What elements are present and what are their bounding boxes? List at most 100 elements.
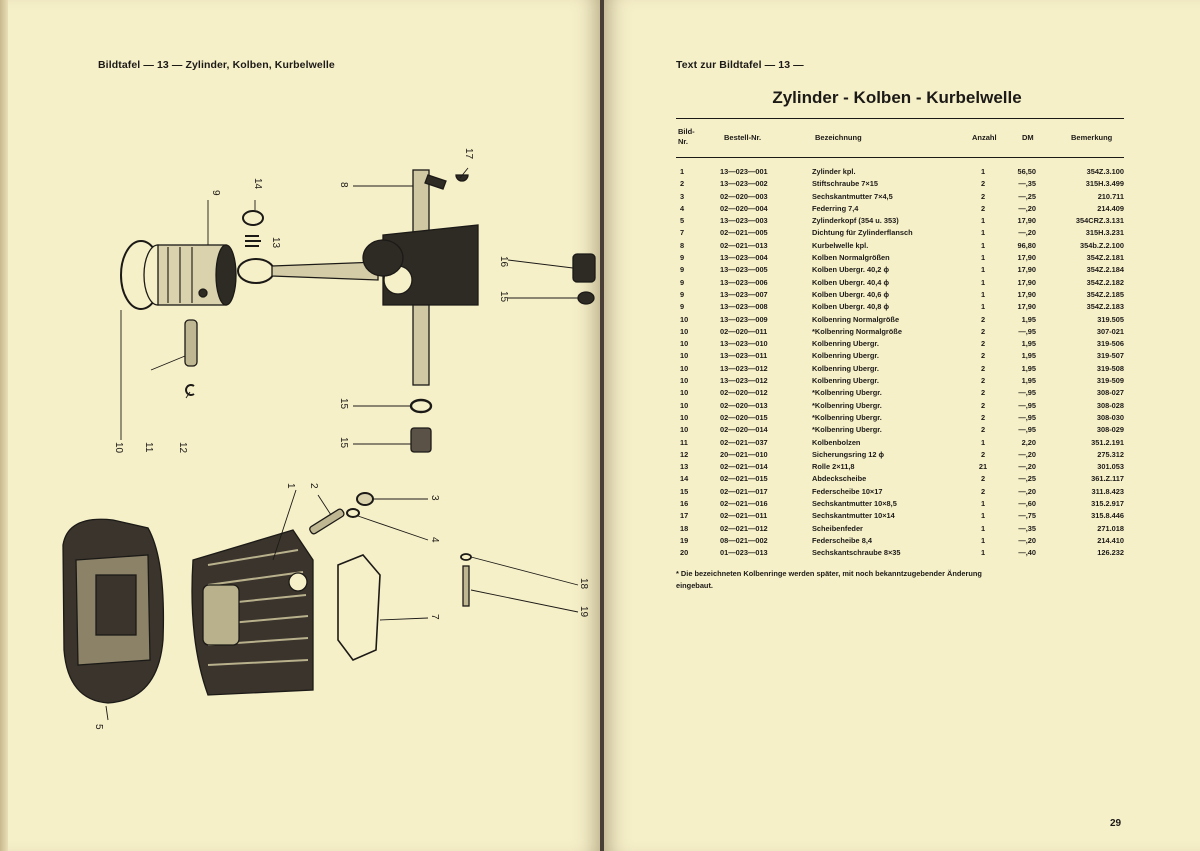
cell-anzahl: 2: [980, 425, 986, 435]
cell-bemerkung: 354Z.2.185: [1086, 289, 1124, 299]
cell-anzahl: 2: [980, 314, 986, 324]
cell-anzahl: 1: [980, 265, 986, 275]
cell-bemerkung: 307-021: [1096, 326, 1124, 336]
cell-bezeichnung: Rolle 2×11,8: [812, 462, 855, 472]
piston-pin-drawing: [184, 319, 198, 367]
cell-bezeichnung: Kolbenring Ubergr.: [812, 363, 879, 373]
cell-bezeichnung: Kolben Normalgrößen: [812, 253, 890, 263]
cell-anzahl: 1: [980, 535, 986, 545]
right-page: Text zur Bildtafel — 13 — Zylinder - Kol…: [604, 0, 1200, 851]
cell-bestell-nr: 13—023—008: [720, 302, 768, 312]
hex-nut-16-drawing: [410, 427, 432, 453]
cell-anzahl: 2: [980, 388, 986, 398]
cell-bemerkung: 319-509: [1096, 376, 1124, 386]
cell-bild-nr: 1: [680, 167, 685, 176]
cell-bemerkung: 319-508: [1096, 363, 1124, 373]
cell-bemerkung: 315.2.917: [1091, 499, 1124, 509]
footnote: * Die bezeichneten Kolbenringe werden sp…: [676, 569, 982, 590]
cell-dm: —,25: [1018, 474, 1036, 484]
cell-anzahl: 1: [980, 167, 986, 176]
leader-lines: [105, 167, 579, 721]
cell-bemerkung: 315H.3.231: [1085, 228, 1124, 238]
callout-4: 4: [429, 537, 440, 543]
cell-dm: —,95: [1018, 326, 1036, 336]
cell-dm: 17,90: [1017, 302, 1037, 312]
cell-anzahl: 2: [980, 203, 986, 213]
col-head-bezeichnung: Bezeichnung: [815, 133, 862, 142]
cell-bezeichnung: Scheibenfeder: [812, 523, 863, 533]
cell-bezeichnung: Kolben Ubergr. 40,2 ϕ: [812, 265, 890, 275]
cell-bestell-nr: 02—021—016: [720, 499, 768, 509]
circlip-drawing: [185, 384, 195, 396]
cell-bezeichnung: Kolbenbolzen: [812, 437, 861, 447]
cell-anzahl: 2: [980, 474, 986, 484]
cell-anzahl: 1: [980, 511, 986, 521]
cell-bestell-nr: 02—020—015: [720, 412, 768, 422]
cell-dm: —,20: [1018, 535, 1036, 545]
cell-dm: 17,90: [1017, 216, 1037, 226]
crankshaft-drawing: [382, 169, 479, 386]
cell-anzahl: 1: [980, 228, 986, 238]
cell-bestell-nr: 13—023—004: [720, 253, 768, 263]
table-header-rule: [676, 157, 1124, 158]
cell-dm: —,95: [1018, 425, 1036, 435]
woodruff-key-drawing: [455, 174, 469, 182]
cell-anzahl: 2: [980, 376, 986, 386]
cell-anzahl: 2: [980, 339, 986, 349]
cell-bemerkung: 214.410: [1097, 535, 1124, 545]
callout-19: 18: [578, 578, 589, 590]
cell-bezeichnung: Kolbenring Ubergr.: [812, 339, 879, 349]
cell-bemerkung: 210.711: [1097, 191, 1124, 201]
cell-bild-nr: 8: [680, 240, 685, 250]
cell-bestell-nr: 13—023—003: [720, 216, 768, 226]
cell-anzahl: 1: [980, 437, 986, 447]
cell-bemerkung: 361.Z.117: [1091, 474, 1124, 484]
cell-bestell-nr: 02—021—037: [720, 437, 768, 447]
spring-washer-19-drawing: [460, 553, 472, 561]
cell-bild-nr: 9: [680, 253, 685, 263]
cell-bild-nr: 10: [680, 339, 689, 349]
cell-dm: —,20: [1018, 228, 1036, 238]
cell-anzahl: 2: [980, 486, 986, 496]
cell-dm: —,75: [1018, 511, 1036, 521]
cell-bemerkung: 214.409: [1097, 203, 1124, 213]
cell-anzahl: 1: [980, 302, 986, 312]
cell-bezeichnung: *Kolbenring Ubergr.: [812, 412, 882, 422]
cell-anzahl: 2: [980, 351, 986, 361]
parts-table-title: Zylinder - Kolben - Kurbelwelle: [772, 88, 1022, 107]
cell-bezeichnung: Federscheibe 8,4: [812, 535, 872, 545]
callout-8: 8: [338, 182, 349, 188]
callout-10: 10: [113, 442, 124, 454]
cell-bestell-nr: 01—023—013: [720, 548, 768, 558]
cell-bestell-nr: 02—020—003: [720, 191, 768, 201]
cell-bestell-nr: 02—021—014: [720, 462, 768, 472]
cell-bild-nr: 7: [680, 228, 685, 238]
cell-bild-nr: 2: [680, 179, 685, 189]
cell-bild-nr: 10: [680, 388, 689, 398]
cell-bestell-nr: 02—021—012: [720, 523, 768, 533]
cell-bestell-nr: 02—020—014: [720, 425, 768, 435]
cell-bild-nr: 10: [680, 351, 689, 361]
cell-bild-nr: 10: [680, 400, 689, 410]
cylinder-drawing: [191, 529, 314, 696]
cell-dm: —,20: [1018, 462, 1036, 472]
cell-bemerkung: 315.8.446: [1091, 511, 1124, 521]
cell-dm: —,20: [1018, 449, 1036, 459]
cover-washer-drawing: [242, 210, 264, 226]
callout-17: 16: [498, 256, 509, 268]
callout-14: 14: [252, 178, 263, 190]
callout-9: 9: [210, 190, 221, 196]
hex-bolt-drawing: [462, 565, 470, 607]
cell-bestell-nr: 13—023—001: [720, 167, 768, 176]
cell-bild-nr: 9: [680, 302, 685, 312]
